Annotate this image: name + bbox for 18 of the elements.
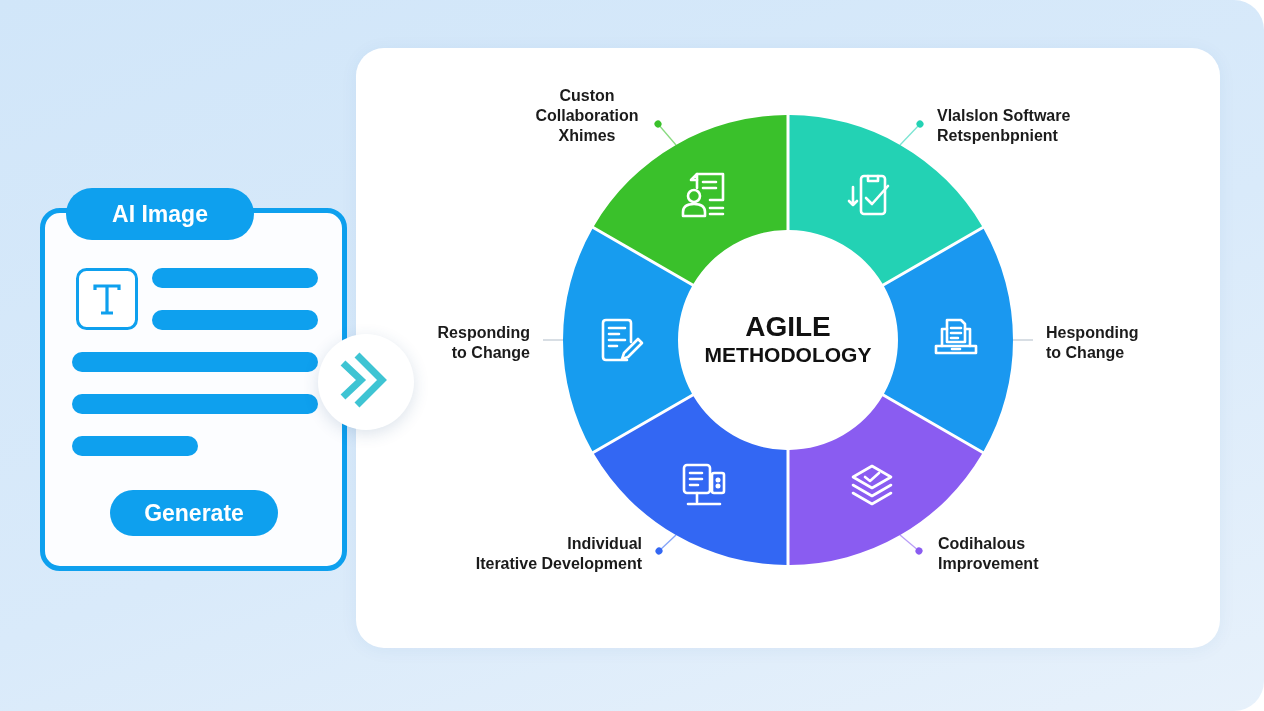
segment-label: Codihalous Improvement	[938, 534, 1039, 574]
center-subtitle: METHODOLOGY	[704, 342, 872, 368]
double-chevron-arrow	[339, 351, 387, 409]
center-title: AGILE	[745, 312, 831, 342]
segment-label: Responding to Change	[437, 323, 530, 363]
title-tab: AI Image	[66, 188, 254, 240]
content-panel	[356, 48, 1220, 648]
segment-label: Individual Iterative Development	[475, 534, 642, 574]
segment-label: Hesponding to Change	[1046, 323, 1139, 363]
leader-line	[899, 534, 923, 555]
leader-line	[899, 120, 924, 146]
segment-label: Vlalslon Software Retspenbpnient	[937, 106, 1071, 146]
generate-button: Generate	[110, 490, 278, 536]
leader-line	[1012, 339, 1034, 341]
leader-line	[655, 534, 677, 555]
leader-line	[542, 339, 564, 341]
leader-line	[654, 120, 677, 146]
segment-label: Custon Collaboration Xhimes	[535, 86, 639, 146]
